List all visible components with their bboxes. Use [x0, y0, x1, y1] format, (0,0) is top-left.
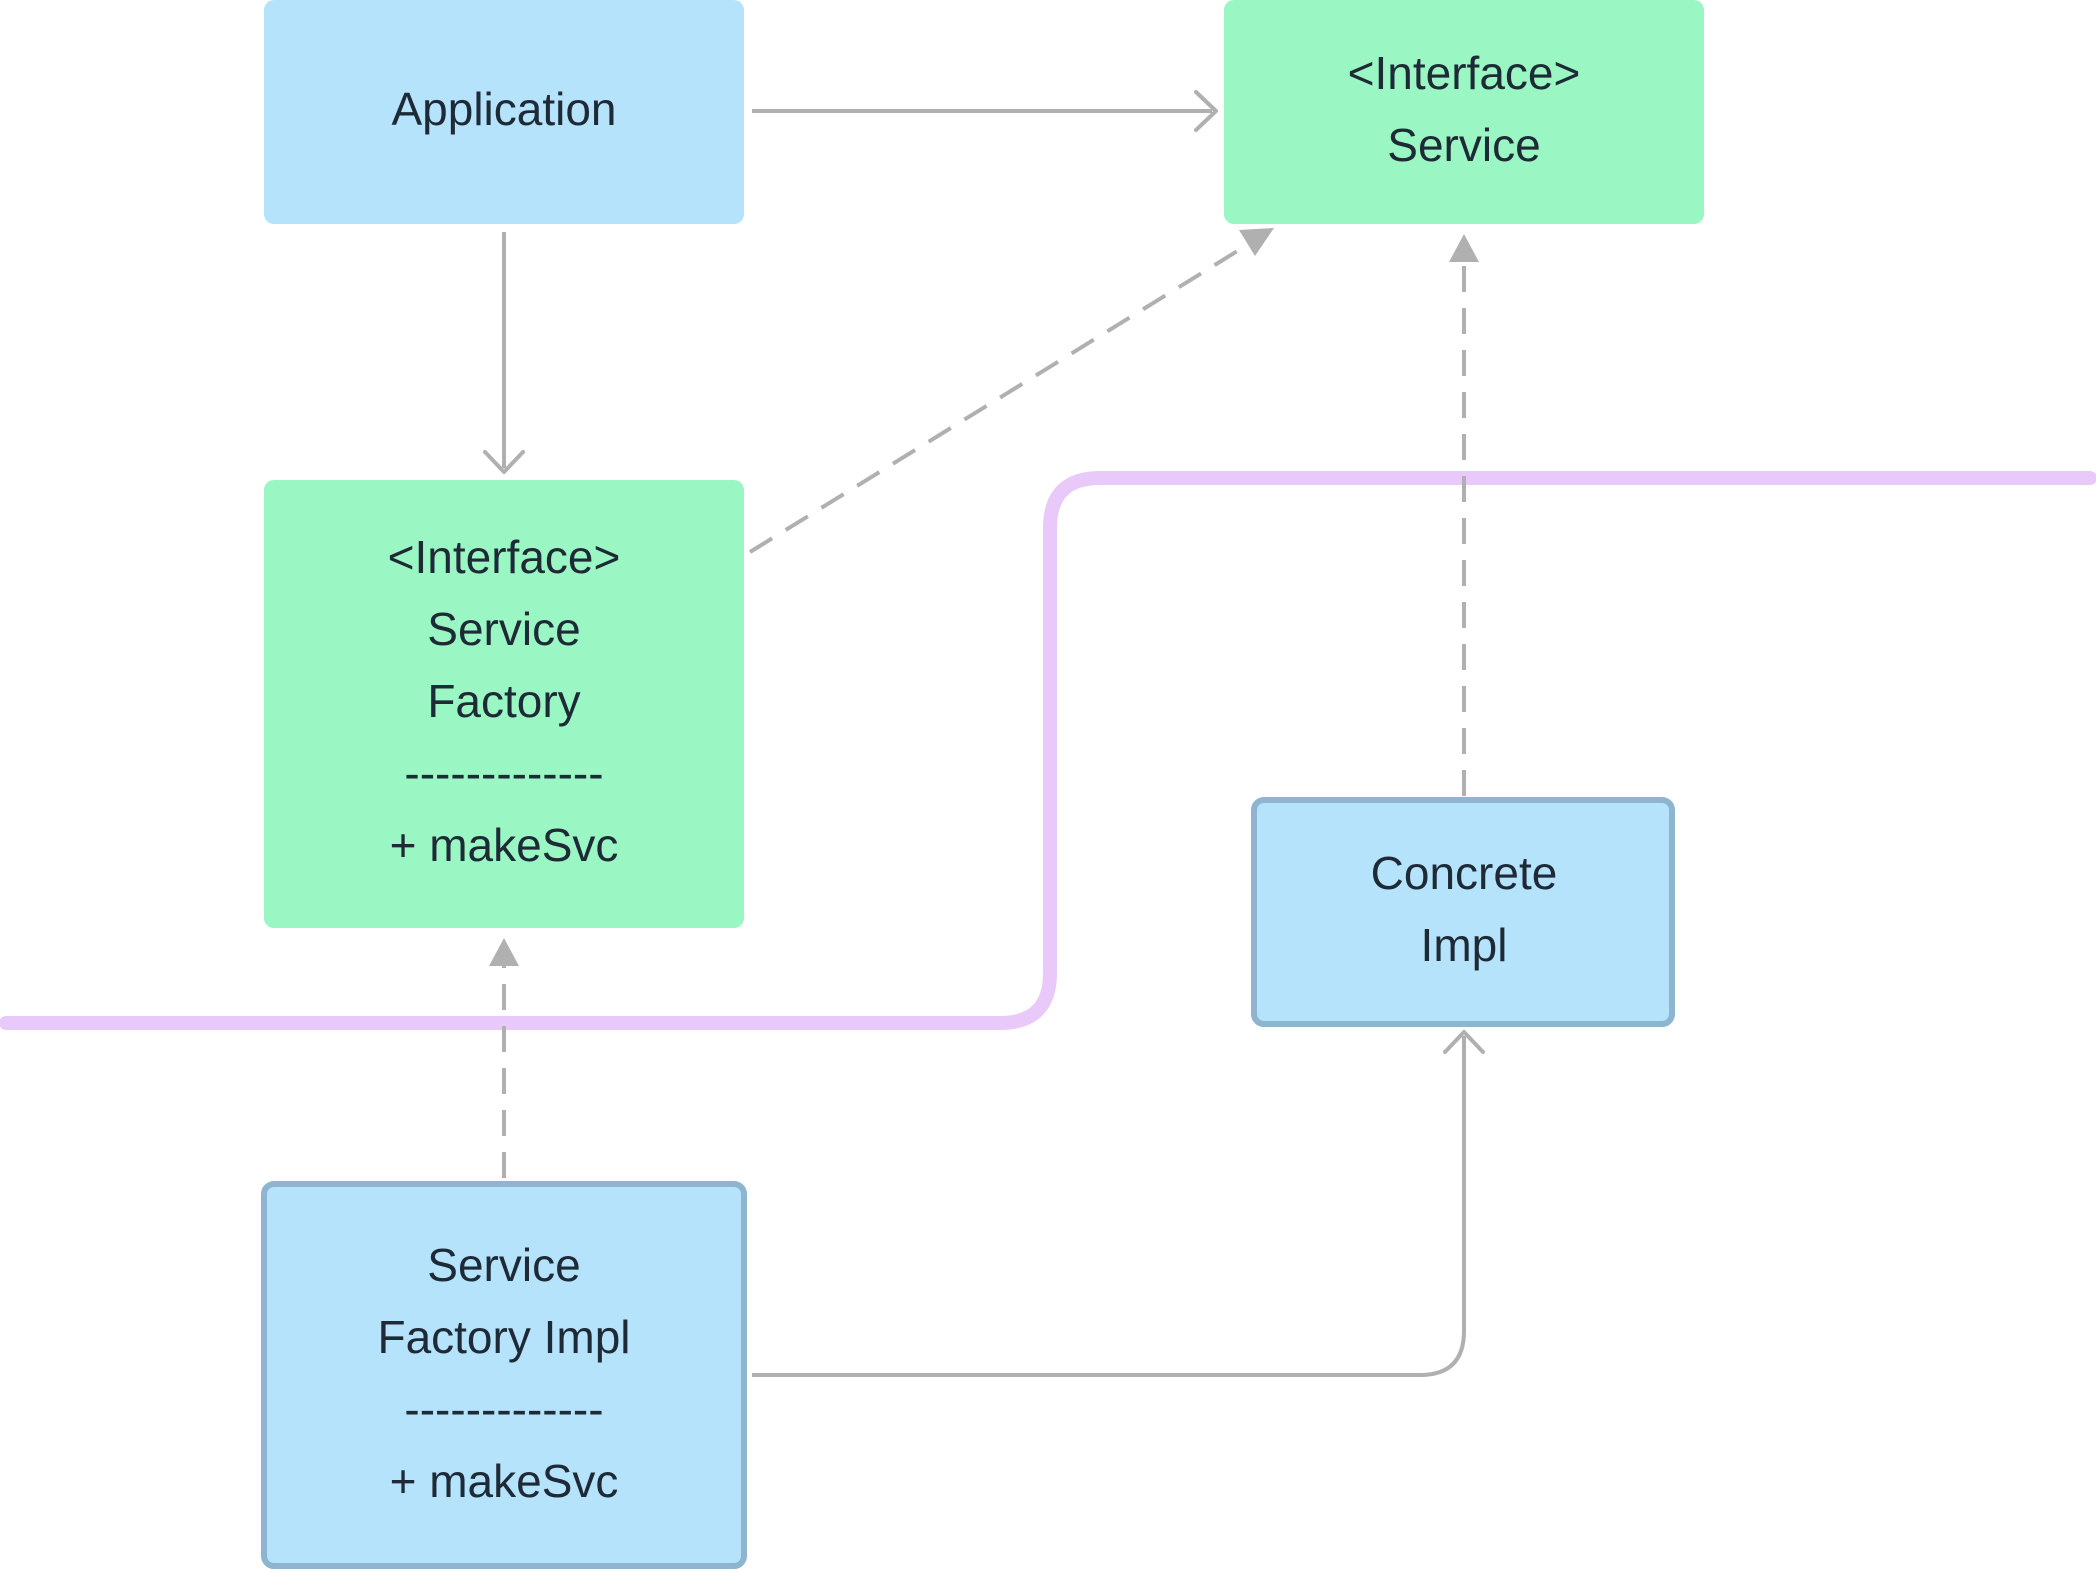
layer-boundary-line — [0, 471, 2096, 1030]
service-factory-interface-stereotype: <Interface> — [388, 531, 621, 583]
service-factory-interface-name-line1: Service — [427, 603, 580, 655]
edge-service-factory-impl-to-concrete-impl — [752, 1030, 1485, 1377]
service-factory-impl-name-line2: Factory Impl — [377, 1311, 630, 1363]
application-label: Application — [391, 83, 616, 135]
edge-concrete-impl-to-service — [1449, 234, 1479, 796]
service-factory-impl-divider: ------------- — [404, 1383, 603, 1435]
service-interface-stereotype: <Interface> — [1348, 47, 1581, 99]
edge-application-to-service — [752, 90, 1218, 132]
service-factory-impl-method: + makeSvc — [390, 1455, 619, 1507]
service-interface-box[interactable]: <Interface> Service — [1224, 0, 1704, 224]
service-factory-impl-name-line1: Service — [427, 1239, 580, 1291]
application-box[interactable]: Application — [264, 0, 744, 224]
service-factory-interface-box[interactable]: <Interface> Service Factory ------------… — [264, 480, 744, 928]
concrete-impl-name-line2: Impl — [1421, 919, 1508, 971]
edge-application-to-service-factory — [483, 232, 525, 474]
concrete-impl-name-line1: Concrete — [1371, 847, 1558, 899]
edge-service-factory-to-service — [748, 228, 1274, 554]
service-factory-interface-method: + makeSvc — [390, 819, 619, 871]
service-factory-interface-name-line2: Factory — [427, 675, 580, 727]
service-factory-interface-divider: ------------- — [404, 747, 603, 799]
edge-service-factory-impl-to-service-factory — [489, 938, 519, 1178]
service-factory-impl-box[interactable]: Service Factory Impl ------------- + mak… — [261, 1181, 747, 1569]
concrete-impl-box[interactable]: Concrete Impl — [1251, 797, 1675, 1027]
service-interface-name: Service — [1387, 119, 1540, 171]
